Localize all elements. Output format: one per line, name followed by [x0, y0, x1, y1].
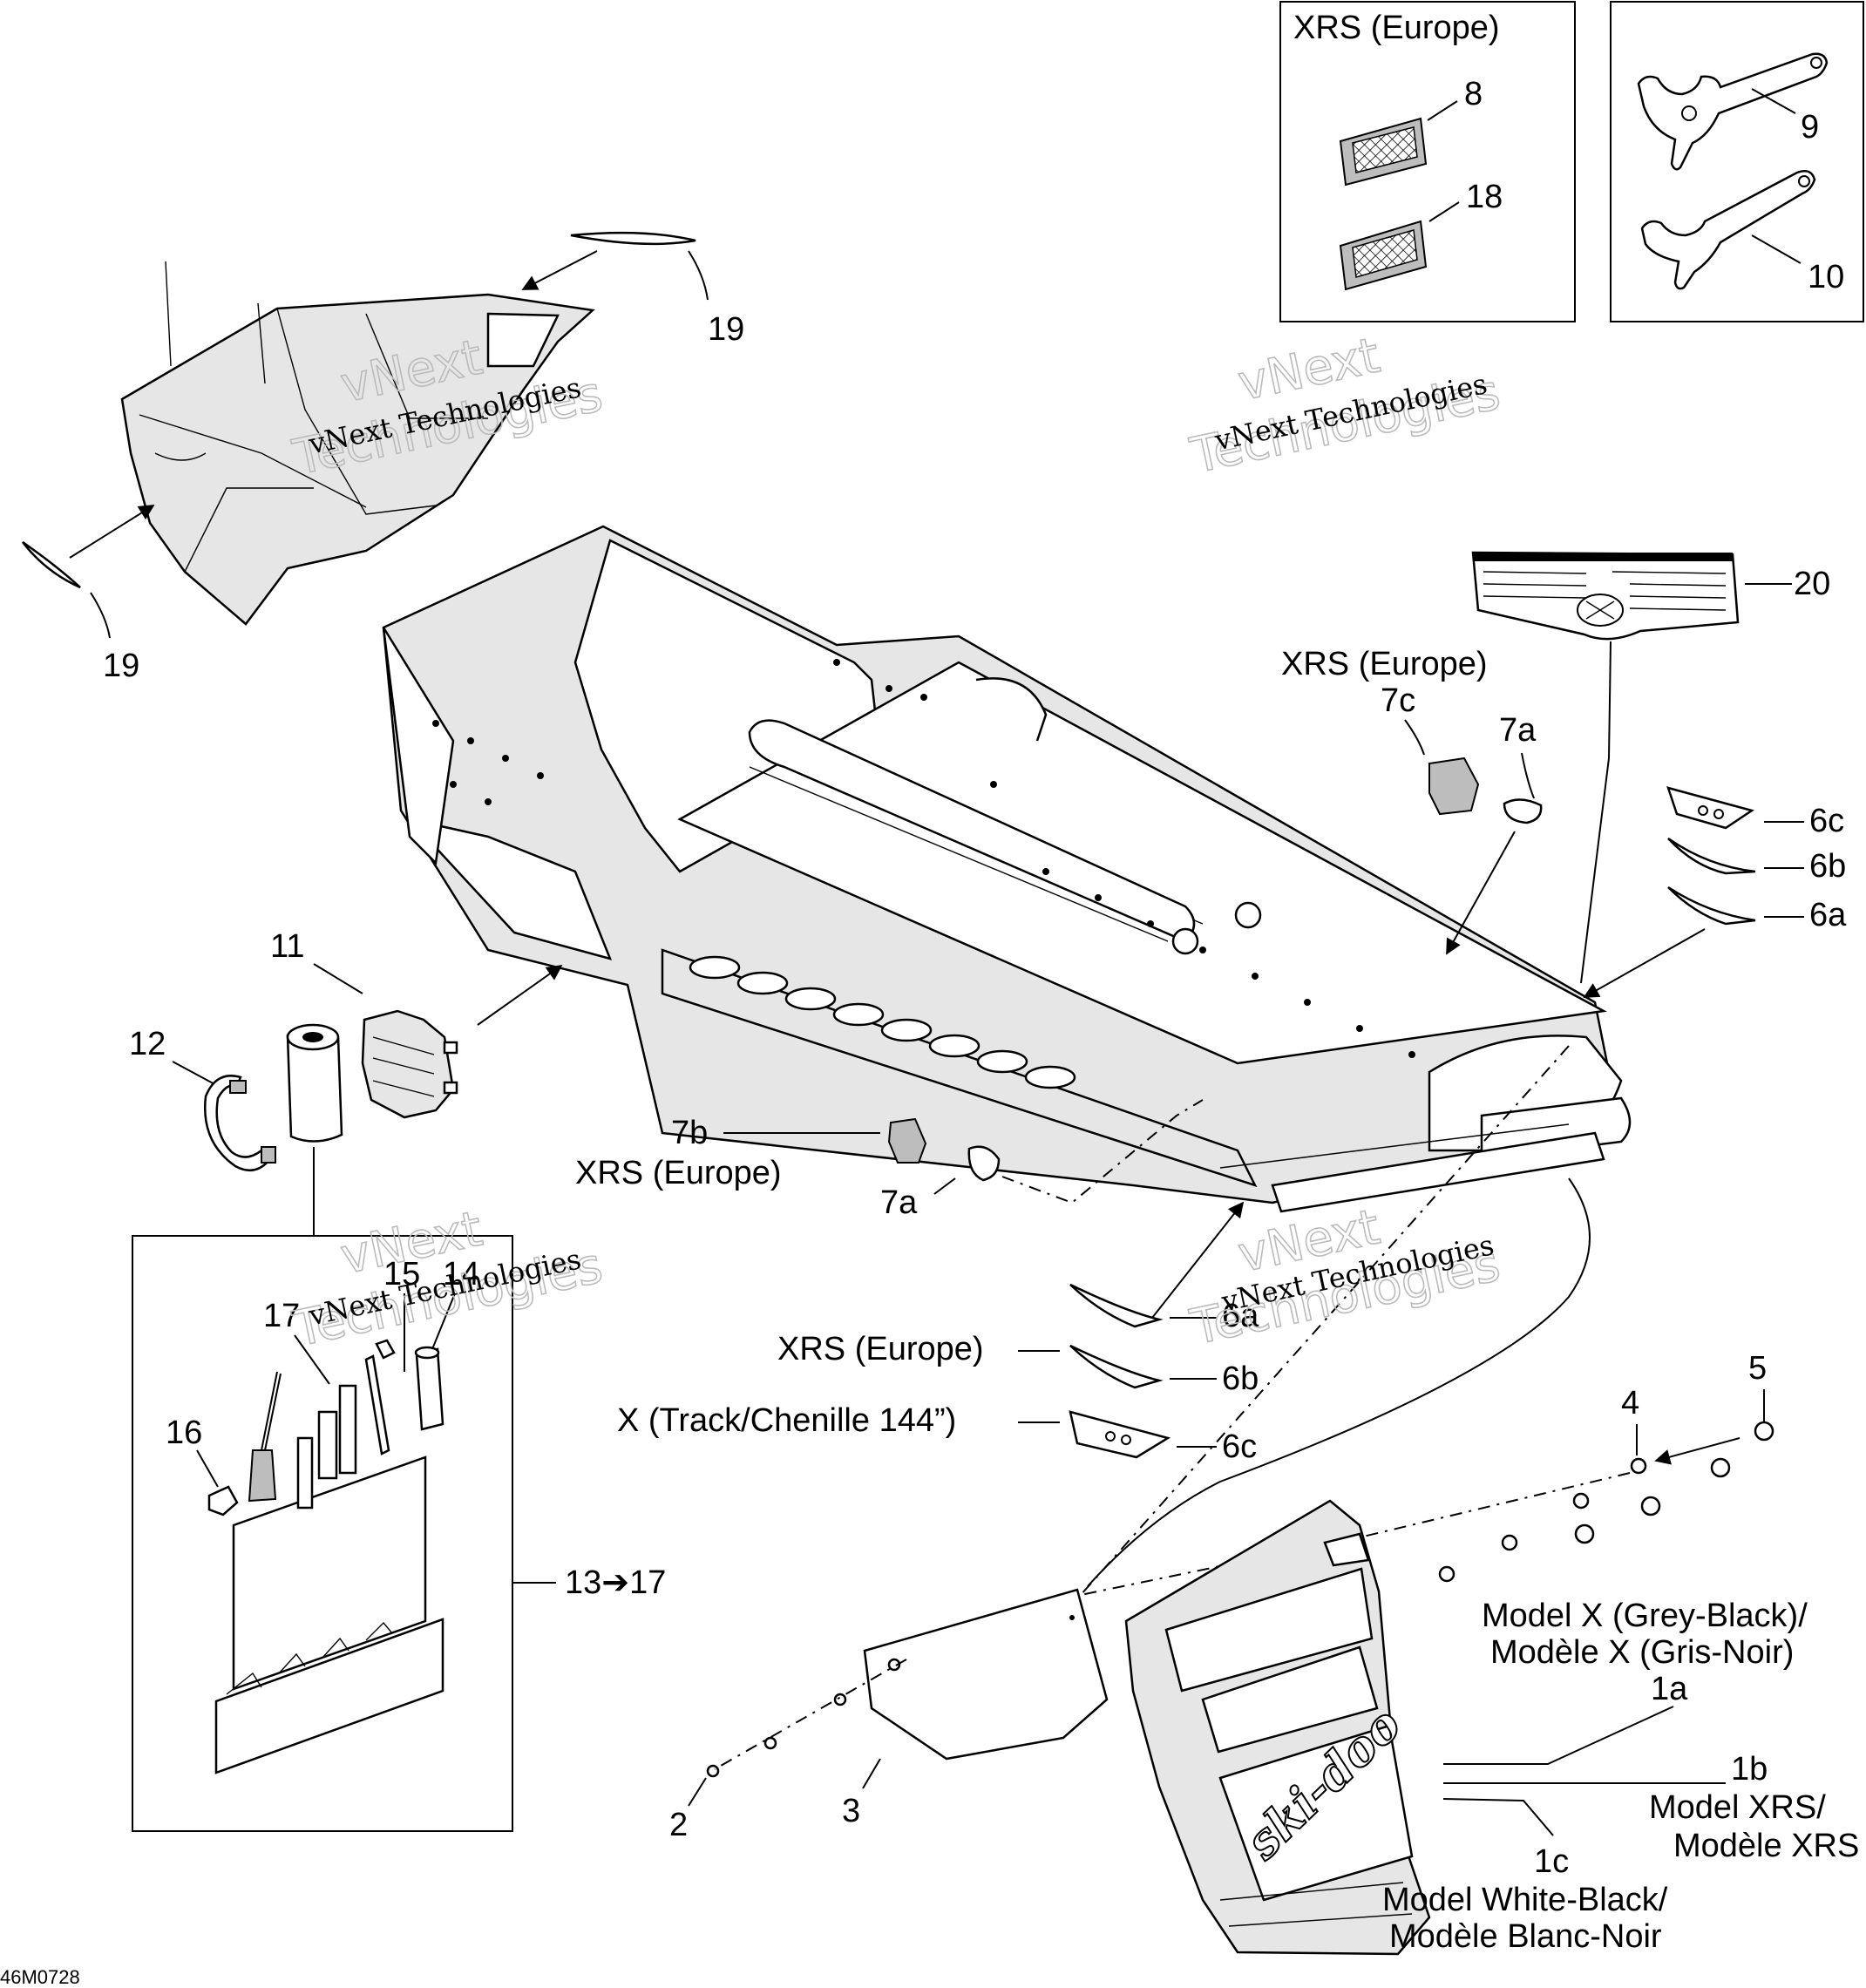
callout-1c: 1c	[1534, 1843, 1569, 1880]
part-6a-decal-lower	[1069, 1283, 1164, 1328]
part-14-socket	[414, 1346, 444, 1431]
tunnel-vent-slots	[689, 955, 1076, 1089]
part-11-tool-holder-bracket	[361, 1009, 458, 1119]
model-wb-line2: Modèle Blanc-Noir	[1389, 1918, 1662, 1955]
xrs-europe-inset-box: XRS (Europe) 8 18	[1279, 1, 1576, 322]
watermark-3: vNext Technologies vNext Technologies	[288, 1200, 608, 1359]
rivets-4	[1438, 1457, 1647, 1583]
part-20-warning-label	[1471, 551, 1740, 641]
chassis-holes	[432, 659, 1415, 1058]
x-track-label: X (Track/Chenille 144”)	[617, 1402, 956, 1439]
callout-11: 11	[270, 928, 304, 965]
xrs-europe-label-mid: XRS (Europe)	[1281, 646, 1488, 682]
part-12-strap	[204, 1075, 276, 1172]
callout-19-top: 19	[708, 311, 744, 348]
callout-17: 17	[263, 1298, 300, 1334]
callout-4: 4	[1621, 1385, 1639, 1421]
callout-6c-lower: 6c	[1222, 1428, 1257, 1465]
part-tool-tube	[286, 1023, 343, 1143]
callout-15: 15	[383, 1256, 420, 1293]
part-3-flap-backing	[863, 1588, 1109, 1761]
callout-6a-lower: 6a	[1222, 1298, 1259, 1334]
part-console-body	[120, 261, 595, 626]
part-chassis-tunnel	[382, 525, 1632, 1213]
callout-1a: 1a	[1651, 1671, 1688, 1707]
part-7c-reflector-housing	[1428, 757, 1480, 816]
part-6c-decal-right	[1666, 786, 1754, 830]
part-6b-decal-lower	[1069, 1344, 1164, 1389]
callout-8: 8	[1464, 76, 1483, 112]
model-x-line2: Modèle X (Gris-Noir)	[1490, 1634, 1794, 1671]
part-7a-reflector-upper	[1503, 798, 1543, 824]
model-wb-line1: Model White-Black/	[1382, 1882, 1668, 1918]
watermark-2: vNext Technologies vNext Technologies	[1184, 327, 1505, 485]
callout-14: 14	[443, 1256, 479, 1293]
callout-1b: 1b	[1731, 1751, 1768, 1788]
callout-6b-right: 6b	[1809, 848, 1846, 885]
part-19-trim-strip-top	[570, 231, 696, 246]
part-15-wrench	[364, 1339, 396, 1455]
part-6c-decal-lower	[1069, 1410, 1171, 1459]
part-8-vent-grille	[1339, 117, 1428, 187]
part-9-spanner-wrench	[1637, 52, 1829, 171]
part-6b-decal-right	[1667, 837, 1756, 875]
callout-20: 20	[1794, 566, 1830, 602]
callout-18: 18	[1466, 179, 1503, 215]
model-xrs-line2: Modèle XRS	[1673, 1828, 1859, 1864]
rivets-5	[1574, 1421, 1774, 1544]
callout-13-17: 13➔17	[565, 1564, 666, 1601]
part-17-bit-driver	[296, 1384, 357, 1510]
callout-5: 5	[1748, 1350, 1767, 1387]
callout-7a-lower: 7a	[880, 1184, 918, 1221]
xrs-europe-label-6b: XRS (Europe)	[777, 1331, 984, 1367]
callout-9: 9	[1801, 109, 1819, 146]
part-1-snow-flap: ski-doo	[1124, 1499, 1431, 1956]
part-16-clip	[207, 1485, 239, 1516]
callout-6a-right: 6a	[1809, 897, 1847, 933]
part-7b-reflector-housing	[887, 1117, 927, 1164]
part-18-vent-grille	[1339, 220, 1428, 291]
part-10-spanner-wrench	[1640, 170, 1816, 290]
part-tool-kit-pouch	[214, 1455, 444, 1774]
part-17-screwdriver	[248, 1371, 282, 1503]
callout-12: 12	[129, 1026, 166, 1062]
callout-10: 10	[1808, 259, 1844, 295]
model-xrs-line1: Model XRS/	[1649, 1789, 1826, 1826]
callout-19-left: 19	[103, 648, 139, 684]
diagram-code: 46M0728	[0, 1966, 80, 1988]
rivets-2	[706, 1658, 901, 1778]
tools-inset-box: 9 10	[1610, 1, 1864, 322]
model-x-line1: Model X (Grey-Black)/	[1482, 1598, 1808, 1634]
inset-title: XRS (Europe)	[1293, 10, 1500, 46]
xrs-europe-label-left: XRS (Europe)	[575, 1155, 782, 1191]
tool-kit-box	[132, 1235, 513, 1832]
callout-6b-lower: 6b	[1222, 1360, 1259, 1397]
callout-16: 16	[166, 1415, 202, 1451]
callout-3: 3	[842, 1793, 860, 1829]
part-19-trim-strip-left	[22, 540, 81, 589]
callout-7a-upper: 7a	[1499, 712, 1537, 749]
part-6a-decal-right	[1667, 885, 1756, 926]
callout-7b: 7b	[671, 1115, 708, 1151]
part-7a-reflector-lower	[967, 1145, 1001, 1182]
callout-2: 2	[669, 1807, 688, 1843]
callout-6c-right: 6c	[1809, 803, 1844, 839]
callout-7c: 7c	[1381, 682, 1415, 719]
